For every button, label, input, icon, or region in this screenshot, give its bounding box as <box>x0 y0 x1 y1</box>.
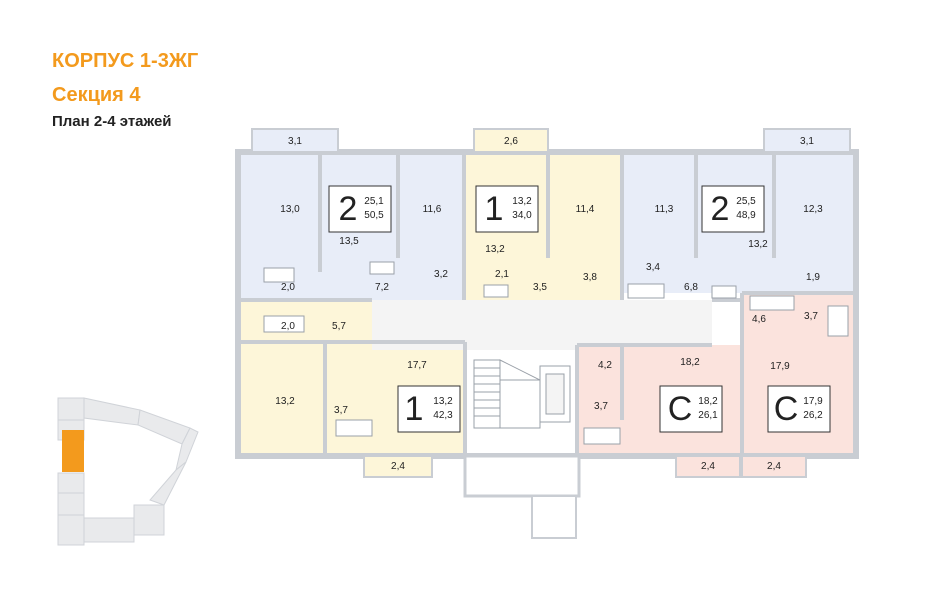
room-area: 3,7 <box>804 311 818 322</box>
room-area: 3,4 <box>646 262 660 273</box>
apt-c-mid-type: С <box>668 390 693 428</box>
room-area: 3,8 <box>583 272 597 283</box>
room-area: 17,9 <box>770 361 790 372</box>
room-area: 11,3 <box>655 204 674 215</box>
balcony-top-left <box>251 128 339 153</box>
room-area: 2,6 <box>504 136 518 147</box>
apt-2-left-total: 50,5 <box>364 210 384 221</box>
apt-2-left-living: 25,1 <box>364 196 384 207</box>
section-title: Секция 4 <box>52 84 141 106</box>
room-area: 11,6 <box>423 204 442 215</box>
apt-1-bottom-type: 1 <box>405 390 424 428</box>
balcony-bottom-mid <box>675 455 741 478</box>
apt-1-bottom-living: 13,2 <box>433 396 453 407</box>
apt-1-top-total: 34,0 <box>512 210 532 221</box>
stairs <box>473 359 571 429</box>
room-area: 3,1 <box>800 136 814 147</box>
room-area: 12,3 <box>803 204 823 215</box>
room-area: 2,1 <box>495 269 509 280</box>
apt-2-right-type: 2 <box>711 190 730 228</box>
apt-2-right-total: 48,9 <box>736 210 756 221</box>
apt-1-bottom-total: 42,3 <box>433 410 453 421</box>
room-area: 13,2 <box>275 396 295 407</box>
internal-walls <box>241 155 853 453</box>
room-area: 11,4 <box>576 204 595 215</box>
balcony-bottom-left <box>363 455 433 478</box>
fixtures <box>263 261 849 445</box>
room-area: 3,7 <box>594 401 608 412</box>
entrance-canopy <box>463 454 581 498</box>
apt-2-right-living: 25,5 <box>736 196 756 207</box>
balcony-top-right <box>763 128 851 153</box>
apt-1-top-living: 13,2 <box>512 196 532 207</box>
room-area: 7,2 <box>375 282 389 293</box>
apt-c-mid-living: 18,2 <box>698 396 718 407</box>
room-area: 2,4 <box>391 461 405 472</box>
room-area: 17,7 <box>407 360 427 371</box>
apt-c-mid-total: 26,1 <box>698 410 718 421</box>
room-area: 4,6 <box>752 314 766 325</box>
apartment-badges <box>328 185 831 433</box>
apt-2-left-type: 2 <box>339 190 358 228</box>
room-area: 3,1 <box>288 136 302 147</box>
room-area: 3,7 <box>334 405 348 416</box>
plan-subtitle: План 2-4 этажей <box>52 113 172 130</box>
apt-c-right-type: С <box>774 390 799 428</box>
apt-1-top-type: 1 <box>485 190 504 228</box>
room-area: 13,2 <box>485 244 505 255</box>
room-area: 6,8 <box>684 282 698 293</box>
entrance-porch <box>531 495 577 539</box>
room-area: 13,5 <box>339 236 359 247</box>
apt-c-right-living: 17,9 <box>803 396 823 407</box>
building-title: КОРПУС 1-3ЖГ <box>52 50 199 72</box>
room-area: 13,0 <box>280 204 300 215</box>
room-area: 4,2 <box>598 360 612 371</box>
room-area: 2,4 <box>767 461 781 472</box>
room-area: 1,9 <box>806 272 820 283</box>
room-area: 2,0 <box>281 282 295 293</box>
room-area: 3,5 <box>533 282 547 293</box>
room-area: 13,2 <box>748 239 768 250</box>
balcony-bottom-right <box>741 455 807 478</box>
apt-c-right-total: 26,2 <box>803 410 823 421</box>
room-area: 2,0 <box>281 321 295 332</box>
room-area: 18,2 <box>680 357 700 368</box>
room-area: 3,2 <box>434 269 448 280</box>
balcony-top-mid <box>473 128 549 153</box>
room-area: 2,4 <box>701 461 715 472</box>
room-area: 5,7 <box>332 321 346 332</box>
